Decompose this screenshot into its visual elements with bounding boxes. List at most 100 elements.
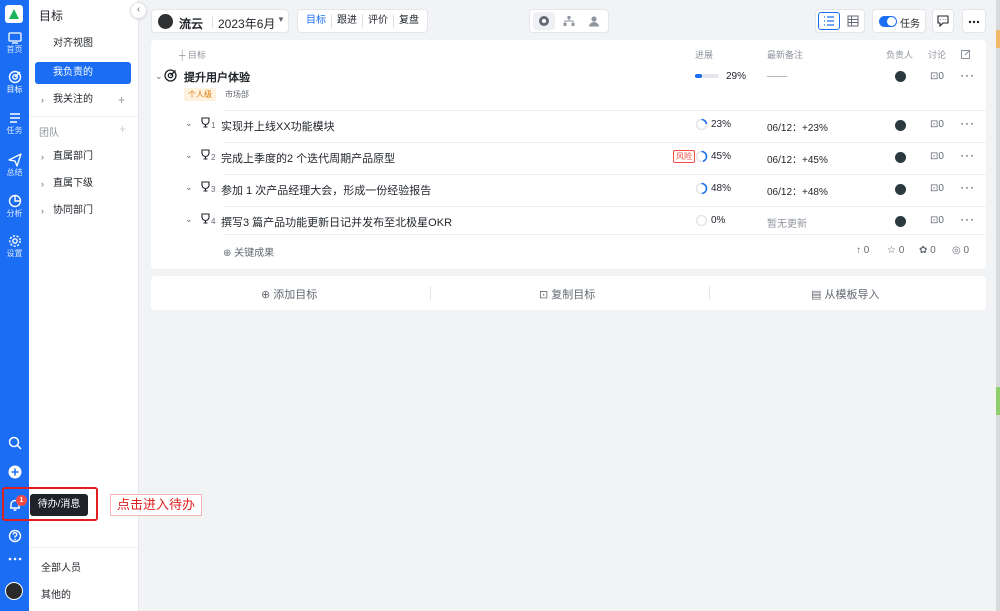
rail-item-summary[interactable]: 总结 <box>0 153 29 178</box>
tab-follow-up[interactable]: 跟进 <box>332 14 363 28</box>
rail-item-analysis[interactable]: 分析 <box>0 194 29 219</box>
owner-avatar[interactable] <box>895 184 906 195</box>
key-result-icon: 2 <box>200 149 215 163</box>
key-result-title[interactable]: 参加 1 次产品经理大会，形成一份经验报告 <box>221 185 432 197</box>
rail-item-settings[interactable]: 设置 <box>0 234 29 259</box>
team-group-label: 团队 + <box>39 122 127 139</box>
chevron-down-icon[interactable]: ⌄ <box>185 118 193 128</box>
table-view-button[interactable] <box>842 12 864 30</box>
person-view-button[interactable] <box>583 12 605 30</box>
okr-card: ┼ 目标 进展 最新备注 负责人 讨论 ⌄ 提升用户体验 个人级 市场部 29%… <box>151 40 986 269</box>
nav-item-my-owned[interactable]: 我负责的 <box>35 62 131 84</box>
org-view-button[interactable] <box>558 12 580 30</box>
comment-icon: ⊡ <box>930 119 939 130</box>
comment-button[interactable] <box>932 9 954 33</box>
rail-label: 首页 <box>6 45 23 54</box>
stat-star[interactable]: ☆ 0 <box>887 245 905 256</box>
owner-avatar[interactable] <box>895 216 906 227</box>
objective-title[interactable]: 提升用户体验 <box>184 72 250 84</box>
app-logo[interactable] <box>5 5 23 23</box>
divider <box>29 547 139 548</box>
comment-count[interactable]: ⊡0 <box>930 215 944 226</box>
import-template-button[interactable]: ▤ 从模板导入 <box>811 289 880 301</box>
grid-icon <box>847 15 859 27</box>
stat-like[interactable]: ✿ 0 <box>919 245 936 256</box>
copy-goal-button[interactable]: ⊡ 复制目标 <box>539 289 596 301</box>
rail-help[interactable] <box>0 529 29 543</box>
rail-item-home[interactable]: 首页 <box>0 32 29 55</box>
divider <box>430 286 431 300</box>
send-icon <box>7 153 22 167</box>
stat-views[interactable]: ◎ 0 <box>952 245 970 256</box>
view-tabs: 目标 跟进 评价 复盘 <box>297 9 428 33</box>
rail-search[interactable] <box>0 436 29 450</box>
rail-notifications[interactable]: 1 <box>0 495 29 512</box>
rail-more[interactable] <box>0 556 29 562</box>
chevron-down-icon[interactable]: ⌄ <box>185 150 193 160</box>
progress-ring <box>695 182 708 195</box>
add-follow-icon[interactable]: + <box>117 93 125 107</box>
rail-item-goals[interactable]: 目标 <box>0 70 29 95</box>
rail-label: 分析 <box>6 209 23 218</box>
key-result-update: 06/12：+23% <box>767 123 828 134</box>
nav-item-alignment-view[interactable]: 对齐视图 <box>53 38 93 49</box>
help-icon <box>8 529 21 543</box>
row-more-button[interactable]: ··· <box>960 180 975 194</box>
owner-avatar[interactable] <box>895 152 906 163</box>
owner-avatar[interactable] <box>895 120 906 131</box>
stat-upvote[interactable]: ↑ 0 <box>856 245 870 256</box>
nav-title: 目标 <box>39 9 64 23</box>
nav-item-direct-reports[interactable]: › 直属下级 <box>35 173 131 195</box>
row-more-button[interactable]: ··· <box>960 148 975 162</box>
rail-label: 设置 <box>6 249 23 258</box>
owner-avatar[interactable] <box>895 71 906 82</box>
row-more-button[interactable]: ··· <box>960 68 975 82</box>
list-view-button[interactable] <box>818 12 840 30</box>
tab-goals[interactable]: 目标 <box>301 14 332 28</box>
chevron-down-icon[interactable]: ⌄ <box>185 214 193 224</box>
collapse-nav-button[interactable]: ‹ <box>130 2 147 19</box>
add-team-icon[interactable]: + <box>119 122 127 136</box>
rail-item-tasks[interactable]: 任务 <box>0 111 29 136</box>
tab-evaluation[interactable]: 评价 <box>363 14 394 28</box>
user-period-selector[interactable]: 流云 2023年6月 ▼ <box>151 9 289 33</box>
add-goal-button[interactable]: ⊕ 添加目标 <box>261 289 318 301</box>
layout-switch <box>815 9 865 33</box>
nav-item-direct-dept[interactable]: › 直属部门 <box>35 146 131 168</box>
chevron-down-icon[interactable]: ⌄ <box>185 182 193 192</box>
divider <box>223 110 986 111</box>
divider <box>223 206 986 207</box>
key-result-title[interactable]: 撰写3 篇产品功能更新日记并发布至北极星OKR <box>221 217 453 229</box>
toggle-switch[interactable] <box>879 16 897 27</box>
more-button[interactable] <box>962 9 986 33</box>
comment-count[interactable]: ⊡0 <box>930 71 944 82</box>
target-icon <box>539 16 549 26</box>
chevron-down-icon[interactable]: ⌄ <box>155 71 163 81</box>
user-avatar[interactable] <box>5 582 23 600</box>
add-key-result-button[interactable]: ⊕ 关键成果 <box>223 248 275 259</box>
task-toggle[interactable]: 任务 <box>872 9 926 33</box>
edit-icon[interactable] <box>961 49 971 59</box>
comment-count[interactable]: ⊡0 <box>930 119 944 130</box>
key-result-update: 暂无更新 <box>767 219 807 230</box>
comment-count[interactable]: ⊡0 <box>930 183 944 194</box>
nav-item-all-people[interactable]: 全部人员 <box>41 563 81 574</box>
key-result-title[interactable]: 实现并上线XX功能模块 <box>221 121 335 133</box>
target-view-button[interactable] <box>533 12 555 30</box>
comment-count[interactable]: ⊡0 <box>930 151 944 162</box>
row-more-button[interactable]: ··· <box>960 116 975 130</box>
rail-create[interactable] <box>0 465 29 479</box>
objective-row[interactable]: ⌄ 提升用户体验 个人级 市场部 29% —— ⊡0 ··· <box>151 40 986 106</box>
trophy-icon <box>201 149 210 160</box>
nav-item-collab-dept[interactable]: › 协同部门 <box>35 200 131 222</box>
user-name: 流云 <box>179 17 204 31</box>
row-more-button[interactable]: ··· <box>960 212 975 226</box>
tab-review[interactable]: 复盘 <box>399 15 419 26</box>
nav-item-following[interactable]: › 我关注的 + <box>35 89 131 111</box>
key-result-title[interactable]: 完成上季度的2 个迭代周期产品原型 <box>221 153 396 165</box>
nav-item-others[interactable]: 其他的 <box>41 590 71 601</box>
